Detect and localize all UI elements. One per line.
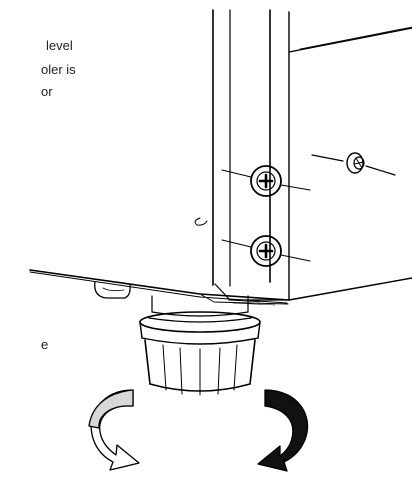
cross-screw-icon [221, 165, 311, 197]
text-fragment-oler-is: oler is [41, 62, 76, 77]
text-fragment-or: or [41, 84, 53, 99]
text-fragment-e: e [41, 337, 49, 352]
rotate-clockwise-arrow-icon [257, 389, 309, 472]
cabinet-side-panel [194, 9, 290, 301]
cross-screw-icon-2 [221, 235, 311, 267]
base-stopper [94, 281, 131, 299]
rotate-counterclockwise-arrow-icon [88, 389, 140, 471]
back-panel-screw-icon [311, 152, 396, 176]
leveling-foot [139, 295, 261, 396]
cabinet-back-panel [288, 26, 412, 301]
text-fragment-level: level [46, 38, 73, 53]
base-plate [29, 269, 290, 306]
